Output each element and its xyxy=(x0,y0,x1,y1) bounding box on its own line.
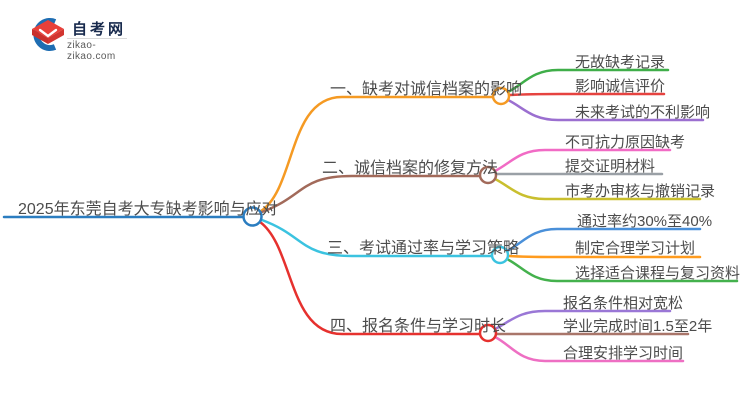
branch-1-leaf-1-line xyxy=(506,68,670,94)
branch-2-label: 二、诚信档案的修复方法 xyxy=(322,160,499,177)
branch-1-leaf-3-label: 未来考试的不利影响 xyxy=(575,104,711,121)
branch-2-leaf-2-label: 提交证明材料 xyxy=(565,158,656,175)
branch-2-leaf-1-line xyxy=(493,148,672,173)
logo-divider xyxy=(67,38,127,39)
branch-2-leaf-3-line xyxy=(493,177,702,201)
branch-4-leaf-1-label: 报名条件相对宽松 xyxy=(563,295,684,312)
branch-1-leaf-2-label: 影响诚信评价 xyxy=(575,78,666,95)
branch-4-leaf-1-line xyxy=(493,309,672,331)
branch-1-leaf-3-line xyxy=(506,98,705,122)
logo-title: 自考网 xyxy=(72,21,127,38)
branch-4-leaf-2-label: 学业完成时间1.5至2年 xyxy=(563,318,713,335)
branch-1-leaf-1-label: 无故缺考记录 xyxy=(575,54,666,71)
branch-4-node-circle xyxy=(478,323,498,343)
branch-3-line xyxy=(260,218,494,258)
branch-3-leaf-3-line xyxy=(505,257,739,283)
branch-4-line xyxy=(258,220,482,336)
branch-3-leaf-1-line xyxy=(505,227,702,253)
root-node-circle xyxy=(242,206,263,227)
branch-1-label: 一、缺考对诚信档案的影响 xyxy=(330,81,523,98)
branch-4-label: 四、报名条件与学习时长 xyxy=(330,318,507,335)
branch-3-leaf-3-label: 选择适合课程与复习资料 xyxy=(575,265,741,282)
branch-3-leaf-2-label: 制定合理学习计划 xyxy=(575,240,696,257)
branch-2-line xyxy=(260,174,482,214)
branch-4-leaf-3-line xyxy=(493,335,685,363)
branch-3-node-circle xyxy=(490,245,510,265)
root-topic-label: 2025年东莞自考大专缺考影响与应对 xyxy=(18,201,278,218)
branch-3-leaf-1-label: 通过率约30%至40% xyxy=(577,213,713,230)
branch-3-leaf-2-line xyxy=(507,254,702,259)
branch-3-label: 三、考试通过率与学习策略 xyxy=(327,240,520,257)
branch-1-leaf-2-line xyxy=(508,92,666,97)
branch-4-leaf-3-label: 合理安排学习时间 xyxy=(563,345,684,362)
branch-1-node-circle xyxy=(491,86,511,106)
branch-2-leaf-3-label: 市考办审核与撤销记录 xyxy=(565,183,716,200)
logo-domain: zikao-zikao.com xyxy=(67,40,116,62)
site-logo: 自考网 zikao-zikao.com xyxy=(24,12,144,62)
branch-2-node-circle xyxy=(478,165,498,185)
graduation-cap-icon xyxy=(32,18,64,51)
branch-2-leaf-1-label: 不可抗力原因缺考 xyxy=(565,134,686,151)
branch-1-line xyxy=(259,95,495,213)
